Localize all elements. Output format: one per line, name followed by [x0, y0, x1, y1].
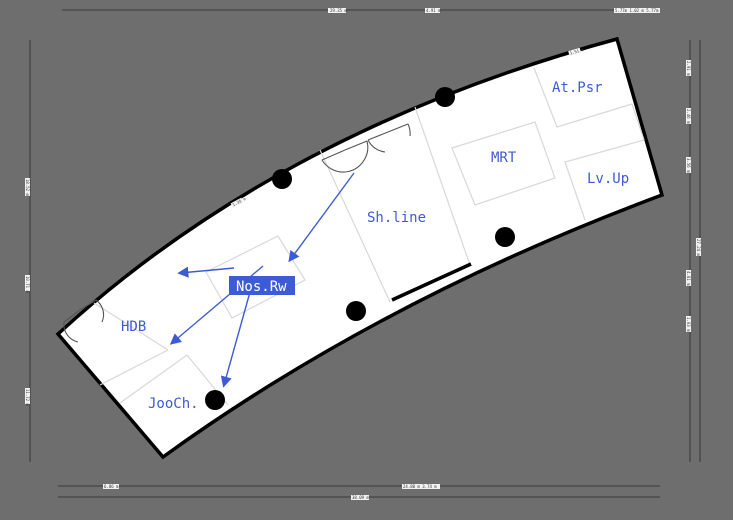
column: [346, 301, 366, 321]
door-1: [321, 140, 369, 173]
floor-outline: [55, 36, 665, 460]
room-label-hdb: HDB: [121, 319, 146, 335]
dim-left-2: 10.71 m: [25, 275, 30, 293]
svg-text:5.77m 1.02 m 5.77m: 5.77m 1.02 m 5.77m: [615, 8, 659, 13]
dim-right-3: 3.56 m: [686, 157, 691, 173]
dim-bottom-2: 24.80 m 3.74 m: [402, 484, 440, 489]
column: [272, 169, 292, 189]
dim-left-3: 11.72 m: [25, 388, 30, 406]
room-label-mrt: MRT: [491, 150, 517, 166]
dim-right-4: 27.24 m: [696, 238, 701, 256]
svg-text:10.71 m: 10.71 m: [25, 276, 30, 293]
column: [495, 227, 515, 247]
doors: [63, 123, 411, 343]
wall-tag-2: 1.51 m: [568, 47, 585, 56]
svg-text:24.80 m 3.74 m: 24.80 m 3.74 m: [403, 484, 437, 489]
dim-bottom-3: 38.09 m: [351, 495, 369, 500]
wall-markers: 1.35 m 1.51 m: [230, 47, 585, 208]
dimension-tags: 29.35 m 4.91 m 5.77m 1.02 m 5.77m 18.52 …: [25, 8, 701, 500]
dim-right-6: 1.03 m: [686, 316, 691, 332]
room-labels: At.Psr MRT Lv.Up Sh.line HDB JooCh.: [121, 80, 629, 412]
svg-text:4.91 m: 4.91 m: [426, 8, 441, 13]
column: [435, 87, 455, 107]
svg-text:6.86 m: 6.86 m: [104, 484, 119, 489]
room-label-lv-up: Lv.Up: [587, 171, 629, 187]
svg-text:3.56 m: 3.56 m: [686, 158, 691, 173]
column: [205, 390, 225, 410]
svg-text:27.24 m: 27.24 m: [696, 239, 701, 256]
svg-text:18.52 m: 18.52 m: [25, 179, 30, 196]
room-label-nos-rw: Nos.Rw: [236, 279, 287, 295]
svg-text:11.72 m: 11.72 m: [25, 389, 30, 406]
columns: [205, 87, 515, 410]
svg-text:4.81 m: 4.81 m: [686, 271, 691, 286]
svg-text:38.09 m: 38.09 m: [352, 495, 369, 500]
svg-text:1.51 m: 1.51 m: [569, 47, 585, 56]
door-3: [63, 299, 105, 343]
room-label-joo-ch: JooCh.: [148, 396, 199, 412]
svg-text:1.03 m: 1.03 m: [686, 317, 691, 332]
dim-top-1: 29.35 m: [328, 8, 347, 13]
dim-right-2: 2.46 m: [686, 108, 691, 124]
room-label-sh-line: Sh.line: [367, 210, 426, 226]
svg-text:29.35 m: 29.35 m: [330, 8, 347, 13]
highlighted-room-label[interactable]: Nos.Rw: [229, 276, 295, 295]
svg-text:2.46 m: 2.46 m: [686, 109, 691, 124]
dim-right-1: 2.91 m: [686, 60, 691, 76]
dim-right-5: 4.81 m: [686, 270, 691, 286]
dim-top-3: 5.77m 1.02 m 5.77m: [614, 8, 660, 13]
door-2: [367, 123, 411, 153]
window: [391, 262, 472, 302]
svg-text:2.91 m: 2.91 m: [686, 61, 691, 76]
dim-left-1: 18.52 m: [25, 178, 30, 196]
wall-tag-1: 1.35 m: [230, 196, 247, 208]
dim-top-2: 4.91 m: [425, 8, 441, 13]
room-label-at-psr: At.Psr: [552, 80, 603, 96]
svg-text:1.35 m: 1.35 m: [231, 196, 247, 207]
dim-bottom-1: 6.86 m: [103, 484, 119, 489]
